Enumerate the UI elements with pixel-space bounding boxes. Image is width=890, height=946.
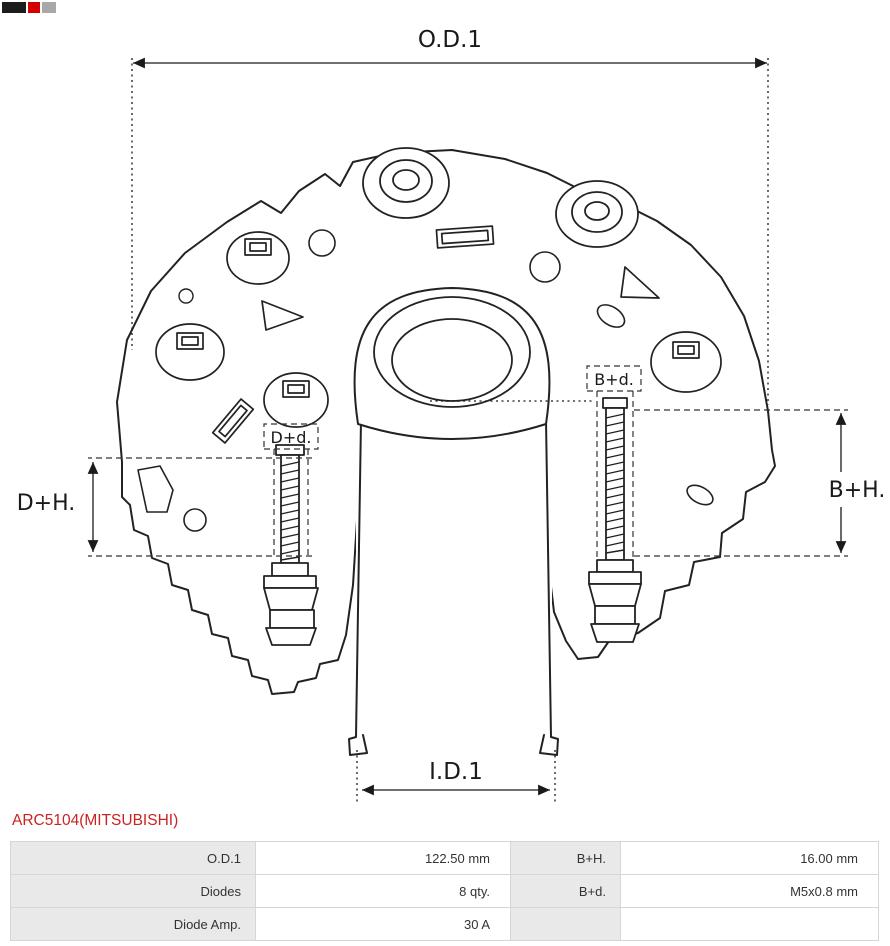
- dd-label: D+d.: [271, 428, 312, 447]
- spec-label-diode-amp: Diode Amp.: [10, 907, 256, 941]
- triangle-mark-right: [620, 266, 660, 299]
- brand-logo-dark-block: [2, 2, 26, 13]
- spec-label-empty: [510, 907, 621, 941]
- hole-small-3: [178, 288, 194, 304]
- spec-label-bd: B+d.: [510, 874, 621, 908]
- spec-label-bh: B+H.: [510, 841, 621, 875]
- bh-dashed-box: [634, 409, 848, 557]
- bore-channel-left-wall: [348, 419, 368, 756]
- hole-small-1: [308, 229, 336, 257]
- bd-label: B+d.: [594, 370, 634, 389]
- hole-slanted-2: [686, 484, 714, 506]
- od1-label: O.D.1: [418, 27, 482, 53]
- spec-row: Diodes 8 qty. B+d. M5x0.8 mm: [10, 874, 879, 908]
- spec-value-empty: [620, 907, 879, 941]
- spec-row: Diode Amp. 30 A: [10, 907, 879, 941]
- terminal-slot-top: [435, 225, 495, 249]
- spec-value-bh: 16.00 mm: [620, 841, 879, 875]
- terminal-slot-left: [211, 398, 255, 444]
- brand-logo-gray-block: [42, 2, 56, 13]
- spec-row: O.D.1 122.50 mm B+H. 16.00 mm: [10, 841, 879, 875]
- spec-label-od1: O.D.1: [10, 841, 256, 875]
- bd-dashed-box: [586, 365, 642, 558]
- mount-boss-right: [555, 180, 639, 248]
- diode-pad-3: [263, 372, 329, 428]
- dimension-lines: [87, 57, 848, 802]
- spec-value-diodes: 8 qty.: [255, 874, 511, 908]
- spec-value-od1: 122.50 mm: [255, 841, 511, 875]
- edge-notch-hole: [183, 508, 207, 532]
- specs-table: O.D.1 122.50 mm B+H. 16.00 mm Diodes 8 q…: [10, 841, 879, 941]
- spec-value-bd: M5x0.8 mm: [620, 874, 879, 908]
- brand-logo-red-block: [28, 2, 40, 13]
- hole-small-2: [529, 251, 561, 283]
- rectifier-drawing: [116, 147, 776, 756]
- rectifier-diagram: O.D.1 I.D.1 D+H. B+H. B+d. D+d.: [17, 27, 886, 802]
- dimension-labels: O.D.1 I.D.1 D+H. B+H. B+d. D+d.: [17, 27, 886, 785]
- stud-d-threads: [280, 461, 300, 561]
- left-edge-tab: [137, 465, 174, 513]
- od1-extension-lines: [131, 58, 769, 405]
- part-number: ARC5104(MITSUBISHI): [12, 812, 179, 829]
- diode-pad-4: [650, 331, 722, 393]
- stud-d-plus: [263, 444, 319, 646]
- diode-pad-2: [155, 323, 225, 381]
- bore-channel-right-wall: [539, 419, 559, 756]
- id1-label: I.D.1: [429, 759, 483, 785]
- dh-dashed-box: [88, 457, 312, 557]
- spec-label-diodes: Diodes: [10, 874, 256, 908]
- bh-label: B+H.: [829, 478, 886, 503]
- bore-channel-fill: [356, 385, 552, 753]
- collar-bore: [391, 318, 513, 402]
- mount-boss-left: [362, 147, 450, 219]
- dh-label: D+H.: [17, 491, 76, 516]
- stud-b-threads: [605, 413, 625, 554]
- dd-dashed-box: [263, 423, 319, 556]
- stud-b-plus: [588, 397, 642, 643]
- triangle-mark-left: [261, 300, 304, 331]
- diode-pad-1: [226, 231, 290, 285]
- spec-value-diode-amp: 30 A: [255, 907, 511, 941]
- hole-slanted-1: [596, 304, 626, 328]
- brand-logo: [2, 2, 56, 13]
